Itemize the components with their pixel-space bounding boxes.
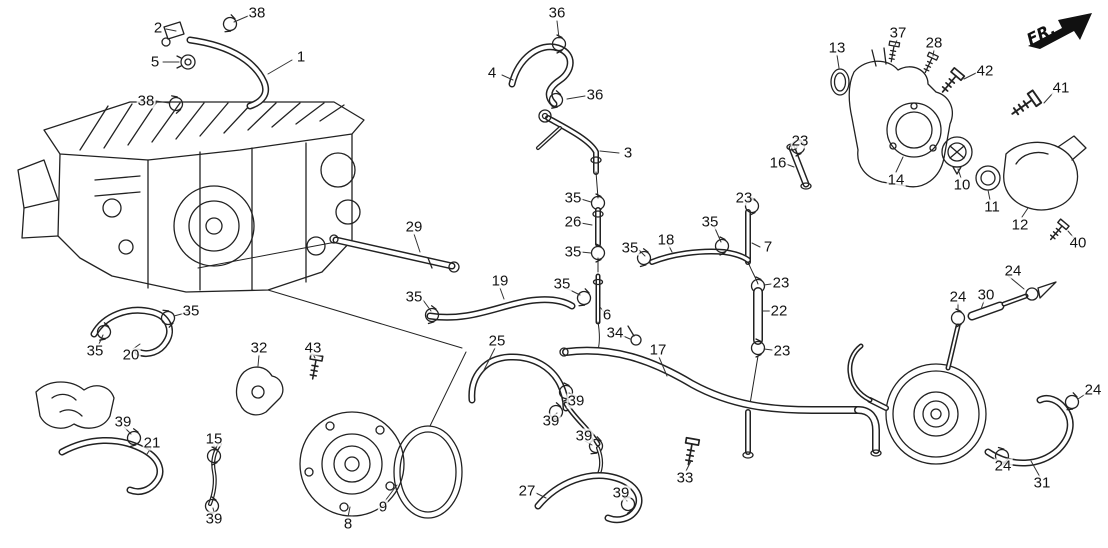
- bracket-32: [235, 366, 284, 416]
- part-label-4: 4: [486, 64, 498, 82]
- part-label-35: 35: [563, 243, 583, 261]
- part-label-38: 38: [247, 4, 267, 22]
- part-label-20: 20: [121, 346, 141, 364]
- part-label-23: 23: [734, 189, 754, 207]
- part-label-30: 30: [976, 286, 996, 304]
- part-label-39: 39: [611, 484, 631, 502]
- part-label-38: 38: [136, 92, 156, 110]
- part-label-23: 23: [771, 274, 791, 292]
- clip-34: [627, 325, 642, 346]
- part-label-35: 35: [404, 288, 424, 306]
- part-label-25: 25: [487, 332, 507, 350]
- part-label-28: 28: [924, 34, 944, 52]
- part-label-24: 24: [948, 288, 968, 306]
- part-label-41: 41: [1051, 79, 1071, 97]
- joint-fitting-30: [1025, 281, 1057, 301]
- part-label-36: 36: [585, 86, 605, 104]
- seal-ring-11: [975, 165, 1001, 191]
- hose-27-assembly: [534, 472, 643, 524]
- part-label-22: 22: [769, 302, 789, 320]
- part-label-39: 39: [541, 412, 561, 430]
- part-label-35: 35: [620, 239, 640, 257]
- part-label-36: 36: [547, 4, 567, 22]
- part-label-26: 26: [563, 213, 583, 231]
- part-label-5: 5: [149, 53, 161, 71]
- hose-25-assembly: [468, 353, 606, 478]
- hose-4-assembly: [508, 34, 574, 112]
- part-label-14: 14: [886, 171, 906, 189]
- part-label-35: 35: [700, 213, 720, 231]
- part-label-35: 35: [85, 342, 105, 360]
- part-label-8: 8: [342, 515, 354, 533]
- pipe-3: [536, 109, 602, 175]
- part-label-15: 15: [204, 430, 224, 448]
- part-label-13: 13: [827, 39, 847, 57]
- cap-5: [176, 54, 196, 70]
- part-label-31: 31: [1032, 474, 1052, 492]
- part-label-40: 40: [1068, 234, 1088, 252]
- gasket-9: [393, 425, 463, 519]
- part-label-39: 39: [566, 392, 586, 410]
- part-label-34: 34: [605, 324, 625, 342]
- part-label-9: 9: [377, 498, 389, 516]
- water-pipe-17: [559, 346, 882, 459]
- part-label-12: 12: [1010, 216, 1030, 234]
- part-label-24: 24: [1003, 262, 1023, 280]
- bolt-37: [885, 40, 901, 64]
- part-label-21: 21: [142, 434, 162, 452]
- hose-22-assembly: [747, 261, 766, 405]
- part-label-7: 7: [762, 238, 774, 256]
- part-label-43: 43: [303, 339, 323, 357]
- part-label-27: 27: [517, 482, 537, 500]
- water-outlet-cover-12: [1003, 135, 1087, 211]
- fr-direction-arrow: [1028, 13, 1092, 49]
- clamp-38: [166, 92, 186, 116]
- part-label-24: 24: [993, 457, 1013, 475]
- part-label-39: 39: [113, 413, 133, 431]
- part-label-3: 3: [622, 144, 634, 162]
- part-label-10: 10: [952, 176, 972, 194]
- part-label-2: 2: [152, 19, 164, 37]
- clamp-38: [220, 12, 240, 36]
- part-label-6: 6: [601, 306, 613, 324]
- part-label-35: 35: [552, 275, 572, 293]
- shield-bracket: [35, 381, 115, 429]
- part-label-42: 42: [975, 62, 995, 80]
- part-label-19: 19: [490, 272, 510, 290]
- part-label-35: 35: [563, 189, 583, 207]
- part-label-24: 24: [1083, 381, 1103, 399]
- pipe-29: [329, 234, 460, 273]
- part-label-39: 39: [204, 510, 224, 528]
- clamp-35: [574, 286, 594, 310]
- part-label-18: 18: [656, 231, 676, 249]
- part-label-37: 37: [888, 24, 908, 42]
- part-label-29: 29: [404, 218, 424, 236]
- part-label-23: 23: [790, 132, 810, 150]
- part-label-16: 16: [768, 154, 788, 172]
- hose-1-assembly: [161, 12, 270, 116]
- fitting-2-nipple: [161, 37, 171, 47]
- hose-19: [423, 296, 576, 326]
- engine-block: [17, 101, 467, 427]
- bolt-42: [936, 66, 966, 97]
- part-label-32: 32: [249, 339, 269, 357]
- bolt-41: [1007, 89, 1043, 121]
- part-label-17: 17: [648, 341, 668, 359]
- part-label-35: 35: [181, 302, 201, 320]
- part-label-33: 33: [675, 469, 695, 487]
- part-label-11: 11: [983, 198, 1001, 216]
- bolt-28: [920, 51, 939, 76]
- part-label-23: 23: [772, 342, 792, 360]
- joint-pipes-26-6: [574, 171, 642, 351]
- part-label-39: 39: [574, 427, 594, 445]
- bolt-40: [1045, 218, 1070, 244]
- o-ring-13: [830, 68, 850, 96]
- part-label-1: 1: [295, 48, 307, 66]
- hoses-20-21-assembly: [35, 306, 222, 517]
- water-pump-8: [299, 411, 405, 517]
- thermostat-housing-14: [848, 47, 953, 188]
- pipes-7-18-16: [635, 137, 812, 269]
- oil-cooler-31-assembly: [847, 281, 1082, 467]
